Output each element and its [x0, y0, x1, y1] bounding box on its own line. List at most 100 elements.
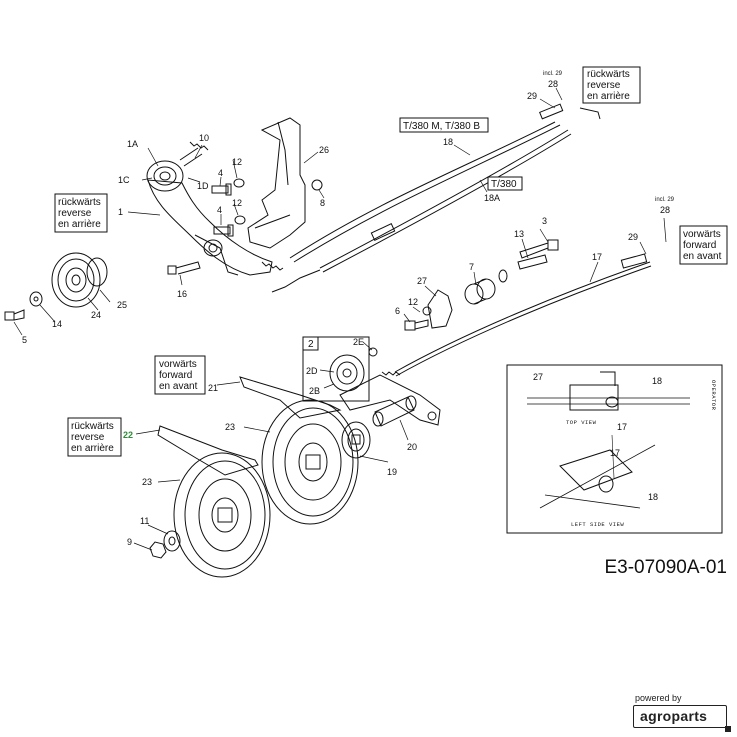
reverse-top-line-2: reverse — [587, 80, 621, 91]
nut-12-middle — [234, 215, 246, 225]
label-14: 14 — [52, 319, 62, 329]
nut-12-lower — [422, 306, 432, 316]
washer-11 — [163, 530, 181, 552]
label-1D: 1D — [197, 181, 209, 191]
bolt-3 — [519, 239, 559, 259]
inset-label-18-side: 18 — [648, 492, 658, 502]
cable-17 — [394, 253, 652, 377]
inset-label-17-side: 17 — [610, 448, 620, 458]
label-12-middle: 12 — [232, 198, 242, 208]
washer-14 — [29, 291, 43, 307]
box-forward-right — [679, 225, 728, 265]
label-5: 5 — [22, 335, 27, 345]
part-labels: 1A 1C 1D 1 10 4 4 12 12 26 8 16 24 25 14… — [22, 71, 675, 547]
label-28-top: 28 — [548, 79, 558, 89]
label-18A: 18A — [484, 193, 500, 203]
box-models-1 — [399, 117, 489, 133]
label-13: 13 — [514, 229, 524, 239]
label-25: 25 — [117, 300, 127, 310]
box-reverse-top — [582, 66, 641, 104]
label-17: 17 — [592, 252, 602, 262]
label-21: 21 — [208, 383, 218, 393]
reverse-bottom-line-3: en arrière — [71, 443, 114, 454]
inset-operator: OPERATOR — [710, 380, 717, 411]
label-1C: 1C — [118, 175, 130, 185]
label-4-lower: 4 — [217, 205, 222, 215]
reverse-top-line-3: en arrière — [587, 91, 630, 102]
label-23-lower: 23 — [142, 477, 152, 487]
nut-8 — [311, 179, 323, 191]
branding[interactable]: powered by agroparts — [633, 693, 731, 732]
forward-mid-line-1: vorwärts — [159, 359, 197, 370]
bolt-6 — [404, 319, 429, 331]
label-11: 11 — [140, 516, 149, 526]
label-29-right: 29 — [628, 232, 638, 242]
cable-18A — [271, 129, 572, 293]
inset-label-17-top: 17 — [617, 422, 627, 432]
label-23-upper: 23 — [225, 422, 235, 432]
inset-top-view: TOP VIEW — [566, 419, 597, 426]
label-2E: 2E — [353, 337, 364, 347]
box-reverse-bottom — [67, 417, 122, 457]
label-16: 16 — [177, 289, 187, 299]
subassembly-2-text: 2 — [308, 339, 314, 350]
belt-21 — [239, 376, 342, 419]
belt-22 — [157, 425, 259, 476]
reverse-left-line-3: en arrière — [58, 219, 101, 230]
label-9: 9 — [127, 537, 132, 547]
label-4-upper: 4 — [218, 168, 223, 178]
box-forward-mid — [154, 355, 206, 395]
hub-19 — [341, 421, 371, 459]
pulley-23-lower — [173, 452, 271, 578]
sleeve-13 — [517, 254, 548, 270]
box-models-2 — [487, 176, 523, 191]
label-2D: 2D — [306, 366, 318, 376]
washer-unlabeled — [498, 269, 508, 283]
label-12-upper: 12 — [232, 157, 242, 167]
bracket-26 — [247, 117, 306, 249]
forward-mid-line-2: forward — [159, 370, 192, 381]
reverse-bottom-line-1: rückwärts — [71, 421, 114, 432]
pulley-24 — [51, 252, 108, 308]
box-subassembly-2 — [302, 336, 370, 402]
models-1-text: T/380 M, T/380 B — [403, 121, 480, 132]
reverse-left-line-2: reverse — [58, 208, 92, 219]
label-12-lower: 12 — [408, 297, 418, 307]
forward-right-line-2: forward — [683, 240, 716, 251]
drawing-code: E3-07090A-01 — [604, 557, 727, 578]
label-20: 20 — [407, 442, 417, 452]
nut-9 — [149, 541, 167, 559]
label-24: 24 — [91, 310, 101, 320]
label-7: 7 — [469, 262, 474, 272]
label-18: 18 — [443, 137, 453, 147]
bracket-1 — [146, 141, 284, 276]
label-incl-29-top: incl. 29 — [543, 71, 563, 77]
label-10: 10 — [199, 133, 209, 143]
label-22: 22 — [123, 430, 133, 440]
inset-label-27: 27 — [533, 372, 543, 382]
bolt-4-lower — [213, 224, 234, 237]
reverse-left-line-1: rückwärts — [58, 197, 101, 208]
label-29-top: 29 — [527, 91, 537, 101]
inset-label-18-top: 18 — [652, 376, 662, 386]
leader-lines — [13, 87, 667, 551]
forward-mid-line-3: en avant — [159, 381, 198, 392]
nut-12-upper — [233, 178, 245, 188]
label-incl-29-right: incl. 29 — [655, 197, 675, 203]
box-reverse-left — [54, 193, 108, 233]
inset-texts: 27 18 17 TOP VIEW 17 18 LEFT SIDE VIEW O… — [533, 372, 717, 528]
idler-assembly-2 — [329, 347, 441, 426]
label-2B: 2B — [309, 386, 320, 396]
bolt-16 — [167, 261, 201, 275]
label-27: 27 — [417, 276, 427, 286]
agroparts-logo: agroparts — [633, 705, 731, 732]
label-19: 19 — [387, 467, 397, 477]
bracket-27 — [427, 289, 453, 329]
powered-by-text: powered by — [635, 693, 682, 703]
label-3: 3 — [542, 216, 547, 226]
label-6: 6 — [395, 306, 400, 316]
reverse-bottom-line-2: reverse — [71, 432, 105, 443]
bolt-4-upper — [211, 183, 232, 196]
pulley-23-upper — [261, 399, 359, 525]
label-1: 1 — [118, 207, 123, 217]
